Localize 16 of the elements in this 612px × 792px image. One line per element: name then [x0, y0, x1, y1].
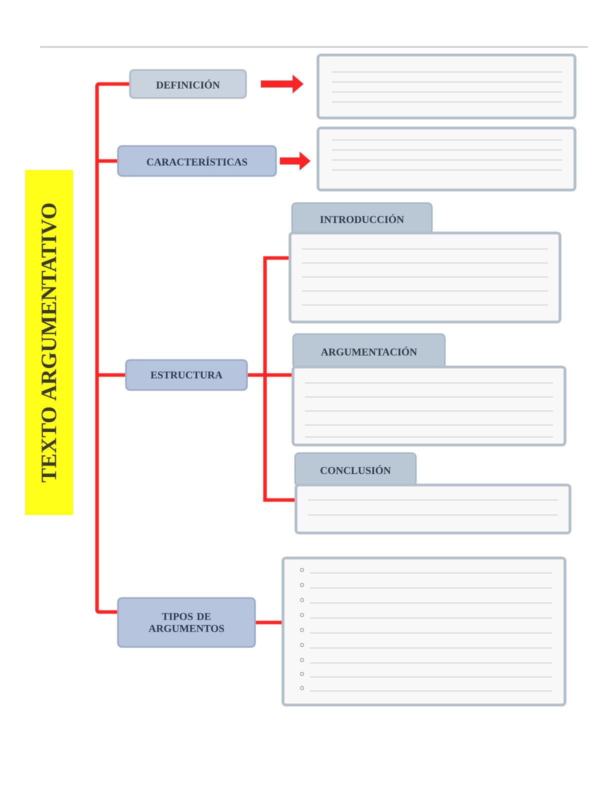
connector-line: [256, 620, 282, 624]
answer-box: [292, 366, 566, 446]
concept-box: CARACTERÍSTICAS: [117, 145, 277, 177]
title-box: TEXTO ARGUMENTATIVO: [25, 170, 73, 515]
answer-box: [316, 126, 576, 192]
concept-box: DEFINICIÓN: [129, 69, 247, 99]
concept-box: TIPOS DE ARGUMENTOS: [117, 597, 256, 648]
section-tab: INTRODUCCIÓN: [291, 202, 433, 235]
answer-box: [316, 54, 576, 120]
answer-box: [288, 232, 562, 324]
connector-line: [246, 256, 296, 502]
answer-box: [282, 556, 566, 706]
answer-box: [294, 484, 572, 534]
concept-box: ESTRUCTURA: [125, 359, 248, 391]
section-tab: ARGUMENTACIÓN: [292, 333, 446, 369]
section-tab: CONCLUSIÓN: [294, 452, 417, 487]
